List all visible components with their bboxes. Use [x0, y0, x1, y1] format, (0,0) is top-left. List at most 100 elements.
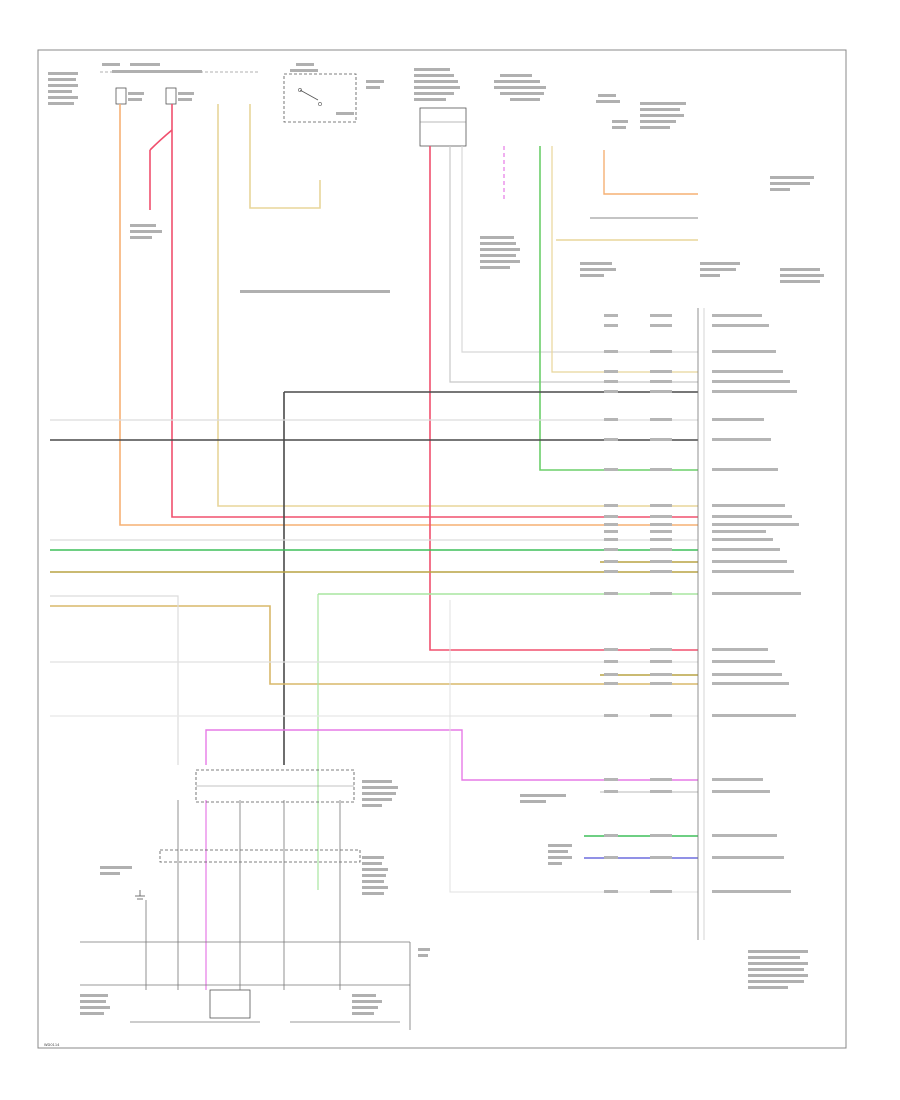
pin-label-stub — [712, 468, 778, 471]
control-module-box — [159, 849, 361, 863]
wire-color-stub — [650, 778, 672, 781]
pin-label-stub — [712, 523, 799, 526]
wire-code-stub — [604, 648, 618, 651]
pin-label-stub — [712, 538, 773, 541]
wire-color-stub — [650, 370, 672, 373]
wire-code-stub — [604, 504, 618, 507]
wire-code-stub — [604, 592, 618, 595]
pin-label-stub — [712, 714, 796, 717]
pin-label-stub — [712, 504, 785, 507]
wire-color-stub — [650, 380, 672, 383]
ignition-switch-box — [283, 73, 357, 123]
wire-code-stub — [604, 438, 618, 441]
pin-label-stub — [712, 370, 783, 373]
wire-color-stub — [650, 856, 672, 859]
wire-red — [171, 104, 698, 518]
pin-label-stub — [712, 660, 775, 663]
wire-code-stub — [604, 515, 618, 518]
wire-code-stub — [604, 834, 618, 837]
pin-label-stub — [712, 314, 762, 317]
wire-color-stub — [650, 350, 672, 353]
wire-color-stub — [650, 538, 672, 541]
wire-color-stub — [650, 314, 672, 317]
label-stubs-top — [48, 63, 824, 293]
top-power-section — [48, 63, 824, 293]
wire-red-2 — [429, 146, 698, 651]
wire-color-stub — [650, 390, 672, 393]
ecm-connector-column — [697, 308, 705, 940]
pin-label-stub — [712, 350, 776, 353]
wire-code-stub — [604, 570, 618, 573]
wire-green — [539, 146, 698, 471]
wire-code-stub — [604, 778, 618, 781]
diagram-frame — [37, 49, 847, 1049]
fuse-icon — [115, 87, 177, 105]
switch-icon — [298, 88, 322, 106]
wire-color-stub — [650, 523, 672, 526]
lower-label-stubs — [80, 780, 808, 1015]
pin-label-stub — [712, 548, 780, 551]
wire-color-stub — [650, 682, 672, 685]
wire-color-stub — [650, 714, 672, 717]
wire-code-stub — [604, 682, 618, 685]
wire-color-stub — [650, 673, 672, 676]
wire-color-stub — [650, 570, 672, 573]
pin-label-stub — [712, 673, 782, 676]
wire-code-stub — [604, 530, 618, 533]
pin-label-stub — [712, 390, 797, 393]
wire-color-stub — [650, 790, 672, 793]
wire-color-stub — [650, 504, 672, 507]
pin-label-stub — [712, 418, 764, 421]
pin-label-stub — [712, 890, 791, 893]
pin-label-stub — [712, 856, 784, 859]
wire-tan — [217, 104, 698, 507]
wire-code-stub — [604, 314, 618, 317]
wire-code-stub — [604, 548, 618, 551]
pin-label-stub — [712, 834, 777, 837]
diagram-code: WD0114 — [44, 1043, 60, 1047]
wire-code-stub — [604, 350, 618, 353]
wire-color-stub — [650, 648, 672, 651]
wire-color-stub — [650, 438, 672, 441]
pin-label-stub — [712, 438, 771, 441]
wire-code-stub — [604, 418, 618, 421]
pin-label-stub — [712, 515, 792, 518]
wire-code-stub — [604, 714, 618, 717]
wire-code-stub — [604, 660, 618, 663]
wire-color-stub — [650, 548, 672, 551]
wire-orange — [119, 104, 698, 526]
wire-color-stub — [650, 834, 672, 837]
wire-color-stub — [650, 890, 672, 893]
pin-label-stub — [712, 530, 766, 533]
wire-color-stub — [650, 660, 672, 663]
wire-color-stub — [650, 468, 672, 471]
lower-modules — [80, 769, 808, 1030]
wire-code-stub — [604, 790, 618, 793]
wire-code-stub — [604, 890, 618, 893]
pin-label-stub — [712, 790, 770, 793]
ecm-pin-labels — [604, 314, 801, 893]
pin-label-stub — [712, 682, 789, 685]
pin-label-stub — [712, 648, 768, 651]
pin-label-stub — [712, 324, 769, 327]
wire-code-stub — [604, 538, 618, 541]
pin-label-stub — [712, 380, 790, 383]
wire-color-stub — [650, 515, 672, 518]
wire-color-stub — [650, 560, 672, 563]
wire-color-stub — [650, 530, 672, 533]
wire-color-stub — [650, 418, 672, 421]
wire-violet — [205, 729, 698, 781]
wire-code-stub — [604, 673, 618, 676]
wire-code-stub — [604, 468, 618, 471]
wire-code-stub — [604, 370, 618, 373]
ecm-top-connector-box — [419, 107, 467, 147]
wire-code-stub — [604, 380, 618, 383]
wire-code-stub — [604, 856, 618, 859]
fuel-tank-box — [209, 989, 251, 1019]
wire-code-stub — [604, 390, 618, 393]
pin-label-stub — [712, 570, 794, 573]
pin-label-stub — [712, 592, 801, 595]
wire-color-stub — [650, 324, 672, 327]
wire-color-stub — [650, 592, 672, 595]
